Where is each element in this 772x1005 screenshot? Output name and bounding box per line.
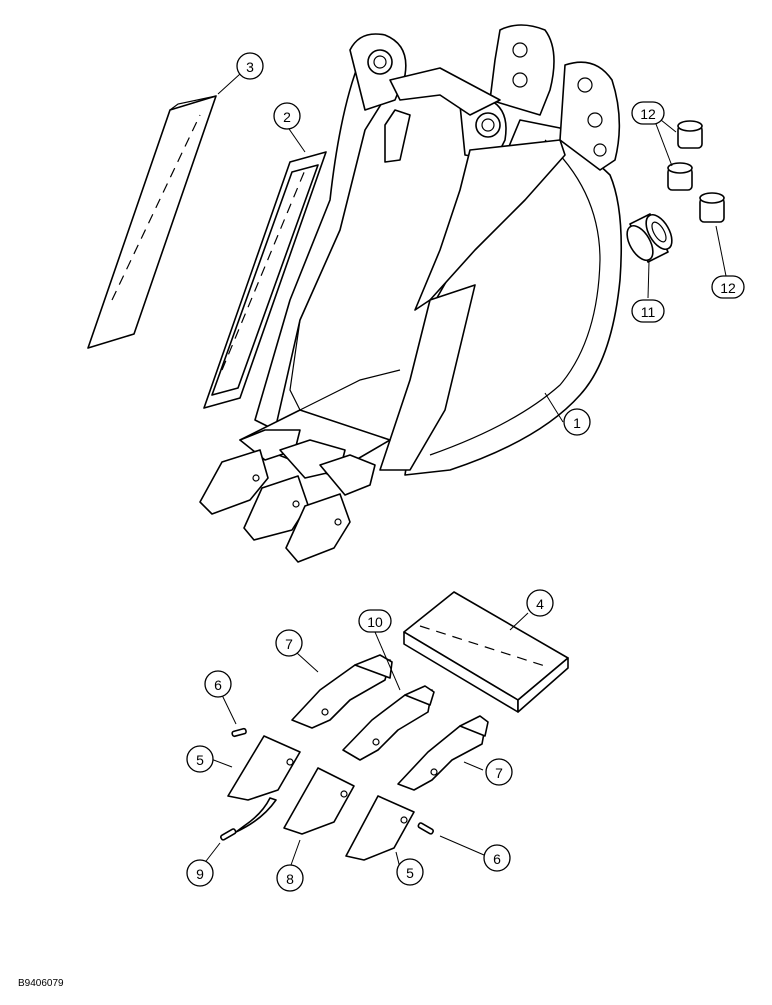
callout-12: 12 [711, 275, 745, 299]
callout-number: 7 [495, 765, 503, 781]
callout-number: 4 [536, 596, 544, 612]
callout-bubble [276, 864, 304, 892]
callout-bubble [563, 408, 591, 436]
callout-bubble [358, 609, 392, 633]
callout-bubble [526, 589, 554, 617]
callout-6: 6 [483, 844, 511, 872]
callout-number: 8 [286, 871, 294, 887]
tooth-part-5-lower [345, 795, 415, 861]
wear-strip-part-2 [203, 151, 327, 409]
callout-bubble [631, 101, 665, 125]
adapter-part-10 [342, 685, 435, 761]
callout-6: 6 [204, 670, 232, 698]
callout-number: 10 [367, 614, 383, 630]
callout-10: 10 [358, 609, 392, 633]
drawing-code: B9406079 [18, 978, 64, 989]
bushing-part-12-middle [667, 162, 693, 191]
tooth-part-8 [283, 767, 355, 835]
callout-bubble [273, 102, 301, 130]
callout-bubble [204, 670, 232, 698]
callout-number: 9 [196, 866, 204, 882]
cutting-edge-part-4 [403, 591, 569, 713]
callout-number: 5 [196, 752, 204, 768]
bushing-part-12-lower [699, 192, 725, 223]
callout-7: 7 [485, 758, 513, 786]
callout-bubble [631, 299, 665, 323]
leader-lines [202, 73, 727, 869]
callout-number: 6 [214, 677, 222, 693]
callout-number: 12 [720, 280, 736, 296]
callout-11: 11 [631, 299, 665, 323]
callout-number: 6 [493, 851, 501, 867]
callout-bubble [483, 844, 511, 872]
callout-number: 5 [406, 865, 414, 881]
callout-number: 11 [641, 304, 656, 320]
bucket-part-1 [239, 24, 623, 496]
callout-number: 12 [640, 106, 656, 122]
callout-2: 2 [273, 102, 301, 130]
callout-5: 5 [186, 745, 214, 773]
callout-9: 9 [186, 859, 214, 887]
callout-1: 1 [563, 408, 591, 436]
callout-5: 5 [396, 858, 424, 886]
callout-number: 7 [285, 636, 293, 652]
bushing-part-12-upper [677, 120, 703, 149]
wear-strip-part-3 [87, 95, 217, 349]
callout-bubble [396, 858, 424, 886]
callout-bubble [711, 275, 745, 299]
callout-12: 12 [631, 101, 665, 125]
callout-bubble [236, 52, 264, 80]
callout-7: 7 [275, 629, 303, 657]
callout-bubble [485, 758, 513, 786]
bushing-part-11 [626, 213, 673, 263]
callout-8: 8 [276, 864, 304, 892]
callout-bubble [275, 629, 303, 657]
callout-bubble [186, 859, 214, 887]
bucket-mounted-teeth [199, 449, 351, 563]
callout-number: 3 [246, 59, 254, 75]
pin-part-6-lower [417, 822, 434, 835]
tooth-part-5-upper [227, 735, 301, 801]
pin-part-9 [220, 828, 237, 841]
callout-number: 1 [573, 415, 581, 431]
callout-3: 3 [236, 52, 264, 80]
adapter-part-7-lower [397, 715, 489, 791]
callout-4: 4 [526, 589, 554, 617]
assembly-arrow [235, 797, 277, 833]
adapter-part-7-upper [291, 654, 393, 729]
callout-bubble [186, 745, 214, 773]
callout-number: 2 [283, 109, 291, 125]
pin-part-6-upper [231, 727, 247, 738]
